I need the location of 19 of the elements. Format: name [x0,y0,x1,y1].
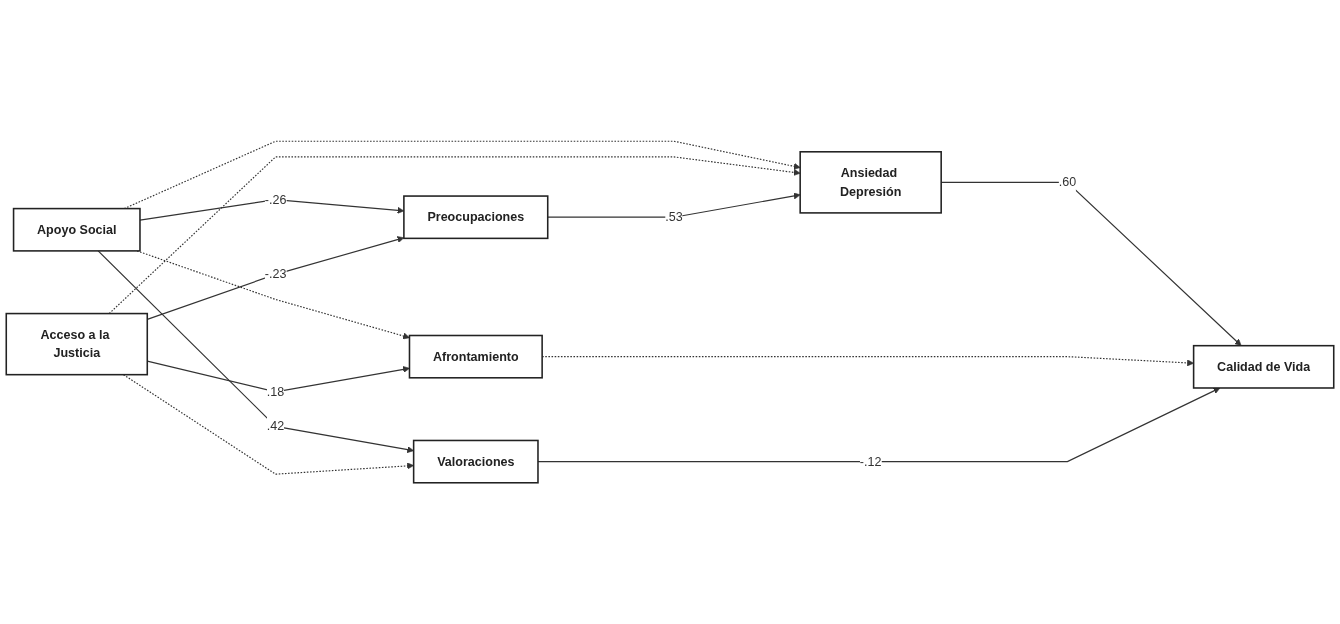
edge-label: .18 [266,384,285,399]
node-box: Ansiedad Depresión [799,151,942,214]
edge-label: .53 [665,210,683,224]
edge-label: .42 [266,419,285,433]
arrow [108,156,801,315]
edge-label: .60 [1058,175,1077,189]
node-box: Valoraciones [412,439,539,484]
node-box: Apoyo Social [12,207,141,252]
arrow [122,374,414,475]
edge-label: -.12 [859,454,882,468]
edge-label: -.23 [264,267,287,281]
arrow [97,250,414,453]
node-box: Afrontamiento [408,334,543,379]
edge-label: -.26 [264,192,287,206]
node-box: Preocupaciones [403,195,549,240]
arrow [547,192,801,218]
node-box: Calidad de Vida [1192,344,1335,389]
node-box: Acceso a la Justicia [5,312,149,376]
arrow [537,387,1221,463]
